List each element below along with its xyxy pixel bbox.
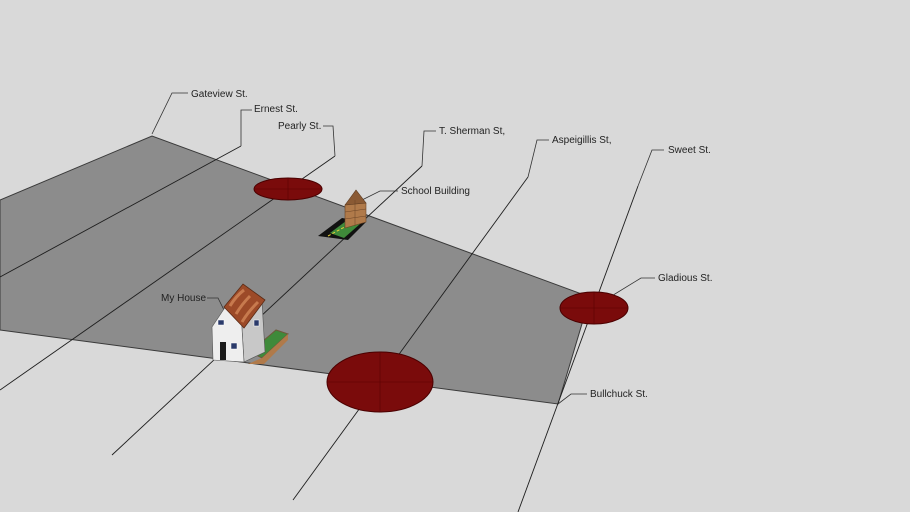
street-line-ernest bbox=[0, 145, 242, 278]
ground-plane bbox=[0, 135, 591, 405]
label-ernest: Ernest St. bbox=[254, 104, 298, 115]
marker-gladious[interactable] bbox=[559, 291, 629, 325]
street-labels: Gateview St. Ernest St. Pearly St. T. Sh… bbox=[161, 89, 712, 400]
label-pearly: Pearly St. bbox=[278, 121, 321, 132]
leader-pearly bbox=[323, 125, 336, 157]
house-model-icon[interactable] bbox=[211, 283, 289, 364]
marker-pearly[interactable] bbox=[253, 177, 323, 201]
street-lines bbox=[0, 145, 639, 512]
street-line-aspeigillis bbox=[292, 176, 529, 501]
street-line-t-sherman bbox=[111, 165, 423, 456]
leader-sweet bbox=[637, 149, 664, 187]
leader-bullchuck bbox=[557, 393, 587, 405]
leader-gateview bbox=[151, 92, 188, 135]
label-my-house: My House bbox=[161, 293, 206, 304]
leader-aspeigillis bbox=[527, 139, 549, 178]
leader-my-house bbox=[207, 297, 226, 313]
marker-bullchuck[interactable] bbox=[326, 351, 434, 413]
street-line-sweet bbox=[517, 185, 639, 512]
label-bullchuck: Bullchuck St. bbox=[590, 389, 648, 400]
label-aspeigillis: Aspeigillis St, bbox=[552, 135, 611, 146]
label-school-building: School Building bbox=[401, 186, 470, 197]
markers bbox=[253, 177, 629, 413]
leader-school bbox=[361, 190, 398, 201]
leader-gladious bbox=[609, 277, 655, 298]
leader-ernest bbox=[240, 109, 252, 146]
label-gladious: Gladious St. bbox=[658, 273, 712, 284]
label-sweet: Sweet St. bbox=[668, 145, 711, 156]
label-gateview: Gateview St. bbox=[191, 89, 248, 100]
label-t-sherman: T. Sherman St, bbox=[439, 126, 505, 137]
leader-t-sherman bbox=[421, 130, 436, 167]
school-building-model-icon[interactable] bbox=[318, 189, 367, 240]
leader-lines bbox=[151, 92, 664, 405]
